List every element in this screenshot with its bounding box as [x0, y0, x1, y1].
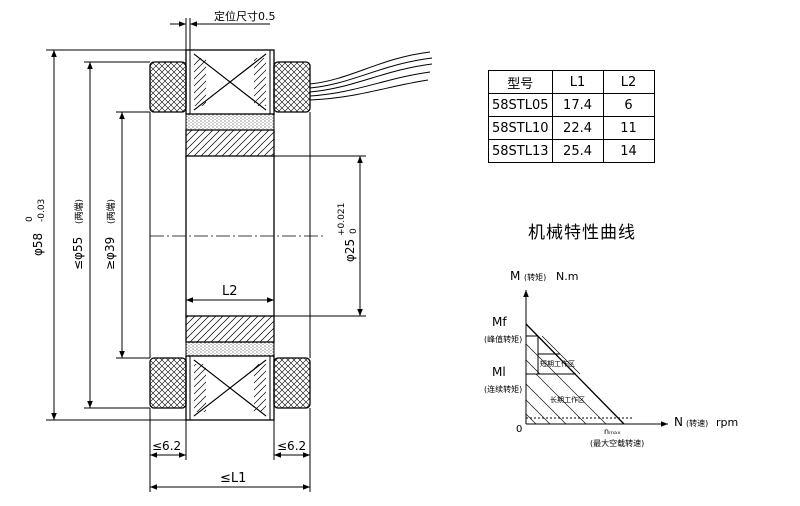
curve-y-note: (转矩)	[524, 272, 546, 282]
curve-y-unit: N.m	[556, 270, 578, 283]
motor-cross-section	[149, 49, 433, 421]
dim-left-label: ≤6.2	[152, 439, 181, 453]
table-row: 58STL05 17.4 6	[488, 93, 655, 117]
cell-l1: 22.4	[551, 116, 604, 140]
curve-mf-label: Mf	[492, 315, 507, 329]
curve-origin: 0	[516, 424, 522, 435]
mechanical-curve: M (转矩) N.m Mf (峰值转矩) Ml (连续转矩) 短期工作区 长期工…	[484, 269, 738, 448]
dia55-label: ≤φ55	[71, 237, 85, 270]
curve-title: 机械特性曲线	[528, 223, 636, 243]
curve-nmax-label: nₘₐₓ	[604, 427, 621, 436]
curve-short-zone: 短期工作区	[540, 359, 575, 368]
dim-l1-label: ≤L1	[220, 471, 246, 486]
curve-ml-note: (连续转矩)	[484, 384, 522, 394]
dia39-note: (两端)	[105, 199, 117, 224]
curve-ml-label: Ml	[492, 365, 506, 379]
dia55-dimension: ≤φ55 (两端)	[71, 61, 150, 409]
table-row: 58STL10 22.4 11	[488, 116, 655, 140]
bore-diameter-dimension: φ25 +0.021 0	[274, 155, 366, 317]
l2-dimension: L2	[186, 284, 274, 303]
cell-l2: 14	[602, 139, 655, 163]
locate-dimension: 定位尺寸0.5	[170, 9, 276, 50]
dia-bore-tol-upper: +0.021	[337, 203, 347, 236]
cell-model: 58STL10	[488, 116, 553, 140]
dia55-note: (两端)	[73, 199, 85, 224]
dim-l2-label: L2	[222, 284, 238, 299]
cell-l1: 25.4	[551, 139, 604, 163]
bottom-dimensions: ≤6.2 ≤6.2 ≤L1	[149, 408, 311, 492]
header-model: 型号	[488, 70, 553, 94]
curve-x-note: (转速)	[686, 418, 708, 428]
outer-diameter-dimension: φ58 0 -0.03	[25, 49, 186, 421]
cell-model: 58STL05	[488, 93, 553, 117]
spec-table-header: 型号 L1 L2	[488, 70, 655, 94]
header-l2: L2	[602, 70, 655, 94]
cell-l2: 6	[602, 93, 655, 117]
table-row: 58STL13 25.4 14	[488, 139, 655, 163]
locate-note: 定位尺寸0.5	[214, 9, 276, 23]
dia39-label: ≥φ39	[103, 237, 117, 270]
dia-bore-tol-lower: 0	[349, 228, 359, 234]
dia-outer-tol-lower: -0.03	[37, 199, 47, 222]
dia-outer-label: φ58	[31, 233, 45, 256]
curve-x-label: N	[674, 415, 683, 429]
cell-l2: 11	[602, 116, 655, 140]
curve-long-zone: 长期工作区	[550, 395, 585, 404]
cell-model: 58STL13	[488, 139, 553, 163]
dia-outer-tol-upper: 0	[25, 216, 35, 222]
curve-mf-note: (峰值转矩)	[484, 334, 522, 344]
spec-table: 型号 L1 L2 58STL05 17.4 6 58STL10 22.4 11 …	[488, 70, 655, 163]
header-l1: L1	[551, 70, 604, 94]
curve-x-unit: rpm	[716, 416, 738, 429]
curve-nmax-note: (最大空载转速)	[590, 438, 644, 448]
dia-bore-label: φ25	[343, 239, 357, 262]
cell-l1: 17.4	[551, 93, 604, 117]
dim-right-label: ≤6.2	[277, 439, 306, 453]
dia39-dimension: ≥φ39 (两端)	[103, 111, 150, 359]
curve-y-label: M	[510, 269, 520, 283]
